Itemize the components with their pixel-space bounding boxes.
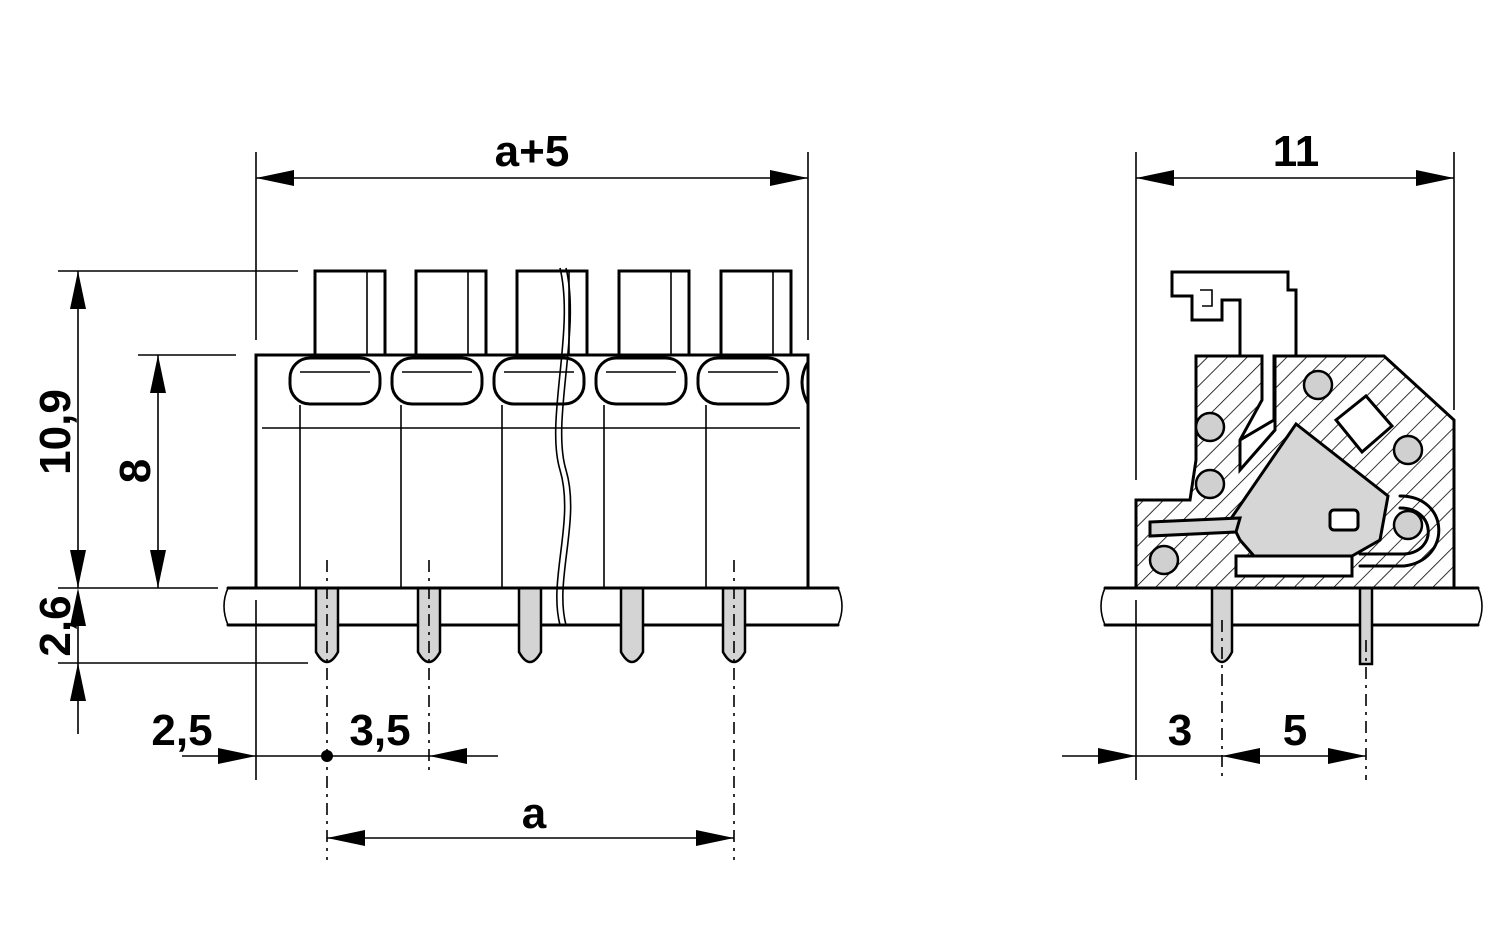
front-actuators	[313, 269, 793, 357]
label-overall-width: a+5	[495, 127, 570, 176]
side-holes	[1148, 369, 1424, 576]
label-depth: 11	[1273, 127, 1320, 176]
pin-centerlines	[326, 560, 735, 860]
side-pcb	[1100, 586, 1483, 627]
dimension-height-total: 10,9	[31, 270, 298, 588]
front-pins	[314, 586, 747, 664]
label-height-body: 8	[111, 459, 160, 483]
label-side-offset-left: 3	[1168, 706, 1192, 755]
front-wire-openings	[288, 356, 810, 406]
dimension-side-offsets: 3 5	[1062, 600, 1366, 780]
label-pitch: 3,5	[349, 706, 410, 755]
dimension-pitch-span: a	[327, 789, 734, 846]
dimension-depth: 11	[1135, 127, 1455, 480]
label-pitch-span: a	[522, 789, 547, 838]
dimension-pin-length: 2,6	[31, 587, 308, 734]
front-view: a+5 10,9 8 2,6	[31, 127, 843, 860]
label-height-total: 10,9	[31, 389, 80, 475]
label-pin-length: 2,6	[31, 595, 80, 656]
dimension-height-body: 8	[111, 354, 236, 588]
label-offset-left: 2,5	[151, 706, 212, 755]
dimension-offsets: 2,5 3,5	[151, 600, 498, 780]
side-view: 11 3 5	[1062, 127, 1483, 780]
dimension-overall-width: a+5	[255, 127, 809, 340]
break-line	[554, 267, 566, 626]
label-side-pin-spacing: 5	[1283, 706, 1307, 755]
